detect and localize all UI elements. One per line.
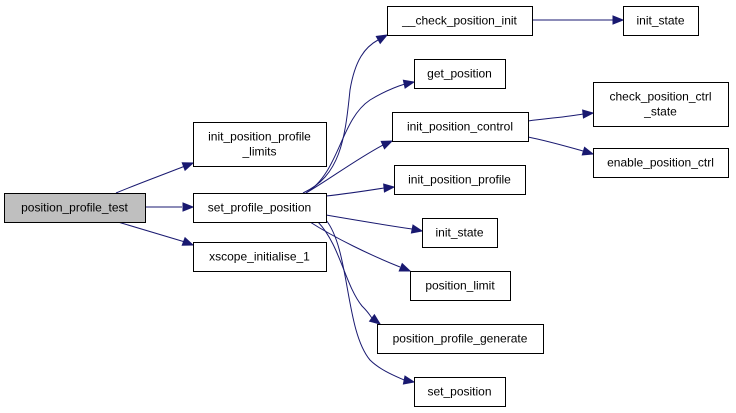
edge-set_profile_position-to-init_position_profile — [325, 183, 396, 197]
arrow-head-icon — [383, 183, 396, 193]
edge-set_profile_position-to-position_profile_generate — [317, 221, 382, 325]
node-box[interactable] — [387, 6, 533, 36]
arrow-head-icon — [182, 202, 195, 212]
node-position-limit[interactable]: position_limit — [410, 271, 511, 301]
node-box[interactable] — [422, 218, 498, 248]
edge-line — [325, 187, 385, 197]
node-label: _limits — [241, 145, 276, 159]
edge-line — [527, 113, 584, 122]
node-check-position-init[interactable]: __check_position_init — [387, 6, 533, 36]
arrow-head-icon — [181, 236, 195, 246]
node-set-profile-position[interactable]: set_profile_position — [193, 193, 327, 223]
arrow-head-icon — [402, 79, 416, 89]
node-box[interactable] — [377, 324, 544, 354]
edge-set_profile_position-to-get_position — [305, 79, 416, 194]
node-xscope-initialise-1[interactable]: xscope_initialise_1 — [193, 242, 327, 272]
node-init-position-control[interactable]: init_position_control — [392, 112, 529, 142]
edge-line — [305, 144, 384, 194]
node-position-profile-test[interactable]: position_profile_test — [4, 193, 146, 223]
node-init-state-mid[interactable]: init_state — [422, 218, 498, 248]
node-label: init_state — [636, 14, 684, 28]
node-label: __check_position_init — [401, 14, 517, 28]
edge-check_position_init-to-init_state_top — [532, 15, 625, 25]
node-label: xscope_initialise_1 — [209, 250, 310, 264]
arrow-head-icon — [582, 109, 595, 119]
node-init-position-profile[interactable]: init_position_profile — [394, 165, 526, 195]
edge-set_profile_position-to-init_position_control — [305, 140, 394, 194]
node-box[interactable] — [593, 148, 729, 178]
arrow-head-icon — [368, 313, 382, 325]
node-label: enable_position_ctrl — [607, 156, 714, 170]
arrow-head-icon — [612, 15, 625, 25]
node-label: set_profile_position — [208, 201, 311, 215]
arrow-head-icon — [380, 140, 394, 150]
arrow-head-icon — [402, 375, 416, 385]
node-box[interactable] — [410, 271, 511, 301]
node-check-position-ctrl-state[interactable]: check_position_ctrl_state — [593, 82, 729, 127]
node-box[interactable] — [414, 59, 506, 89]
edge-set_profile_position-to-set_position — [325, 219, 416, 385]
node-label: init_position_profile — [208, 130, 311, 144]
edge-set_profile_position-to-position_limit — [309, 221, 412, 272]
edge-set_profile_position-to-init_state_mid — [325, 214, 424, 234]
node-position-profile-generate[interactable]: position_profile_generate — [377, 324, 544, 354]
edge-set_profile_position-to-check_position_init — [302, 34, 389, 194]
arrow-head-icon — [398, 262, 412, 272]
arrow-head-icon — [181, 162, 195, 172]
node-label: position_profile_generate — [393, 332, 528, 346]
node-label: _state — [643, 105, 677, 119]
edge-init_position_control-to-check_position_ctrl_state — [527, 109, 595, 122]
node-label: init_position_control — [407, 120, 513, 134]
edge-position_profile_test-to-init_position_profile_limits — [115, 162, 195, 194]
edge-line — [325, 214, 413, 230]
node-box[interactable] — [392, 112, 529, 142]
node-box[interactable] — [623, 6, 699, 36]
node-label: init_state — [435, 226, 483, 240]
edge-line — [317, 221, 373, 319]
edge-line — [305, 83, 406, 194]
node-box[interactable] — [193, 193, 327, 223]
node-set-position[interactable]: set_position — [414, 377, 506, 407]
edge-position_profile_test-to-xscope_initialise_1 — [117, 221, 195, 246]
nodes-layer: position_profile_test init_position_profi… — [4, 6, 729, 407]
node-init-position-profile-limits[interactable]: init_position_profile_limits — [193, 122, 327, 167]
node-box[interactable] — [193, 242, 327, 272]
edge-init_position_control-to-enable_position_ctrl — [527, 136, 595, 156]
node-enable-position-ctrl[interactable]: enable_position_ctrl — [593, 148, 729, 178]
node-box[interactable] — [4, 193, 146, 223]
node-label: init_position_profile — [408, 173, 511, 187]
node-box[interactable] — [593, 82, 729, 127]
arrow-head-icon — [410, 224, 424, 234]
node-label: check_position_ctrl — [609, 90, 711, 104]
node-label: position_limit — [425, 279, 495, 293]
edge-line — [325, 219, 405, 381]
edge-line — [115, 165, 186, 194]
edge-line — [302, 39, 379, 194]
arrow-head-icon — [375, 34, 389, 45]
edges-layer — [115, 15, 625, 385]
node-label: position_profile_test — [21, 201, 128, 215]
edge-line — [117, 221, 186, 243]
node-init-state-top[interactable]: init_state — [623, 6, 699, 36]
node-label: set_position — [427, 385, 491, 399]
node-box[interactable] — [193, 122, 327, 167]
edge-line — [309, 221, 401, 268]
edge-position_profile_test-to-set_profile_position — [145, 202, 195, 212]
node-box[interactable] — [414, 377, 506, 407]
node-box[interactable] — [394, 165, 526, 195]
node-label: get_position — [427, 67, 492, 81]
node-get-position[interactable]: get_position — [414, 59, 506, 89]
edge-line — [527, 136, 584, 152]
arrow-head-icon — [581, 146, 595, 156]
